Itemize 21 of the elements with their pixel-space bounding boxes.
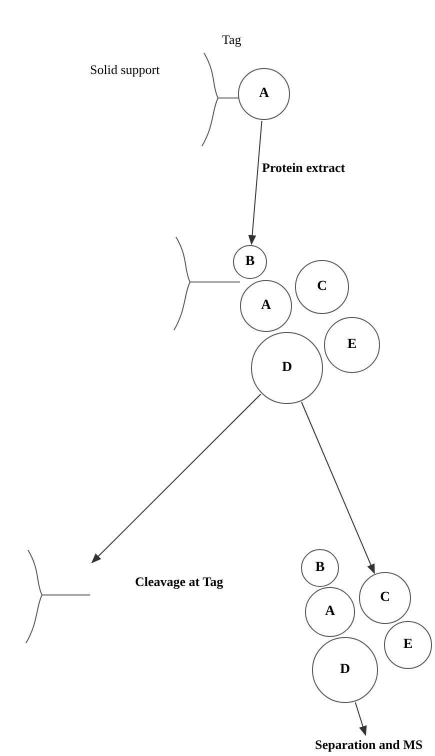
edge-label: Protein extract [262,160,346,176]
protein-circle: E [384,621,432,669]
arrow [354,702,367,736]
protein-circle: C [359,572,411,624]
part-label: Tag [222,32,242,48]
protein-circle: B [301,549,339,587]
protein-circle: D [251,332,323,404]
protein-circle: A [238,68,290,120]
arrow [301,402,375,574]
protein-circle: D [312,637,378,703]
protein-circle: E [324,317,380,373]
arrow [248,120,262,246]
step-label: Cleavage at Tag [135,574,224,590]
protein-circle: C [295,260,349,314]
protein-circle: A [305,587,355,637]
protein-circle: B [233,245,267,279]
step-label: Separation and MS [315,737,423,753]
protein-circle: A [240,280,292,332]
support-drawing [26,550,90,644]
arrow [91,394,262,564]
part-label: Solid support [90,62,160,78]
